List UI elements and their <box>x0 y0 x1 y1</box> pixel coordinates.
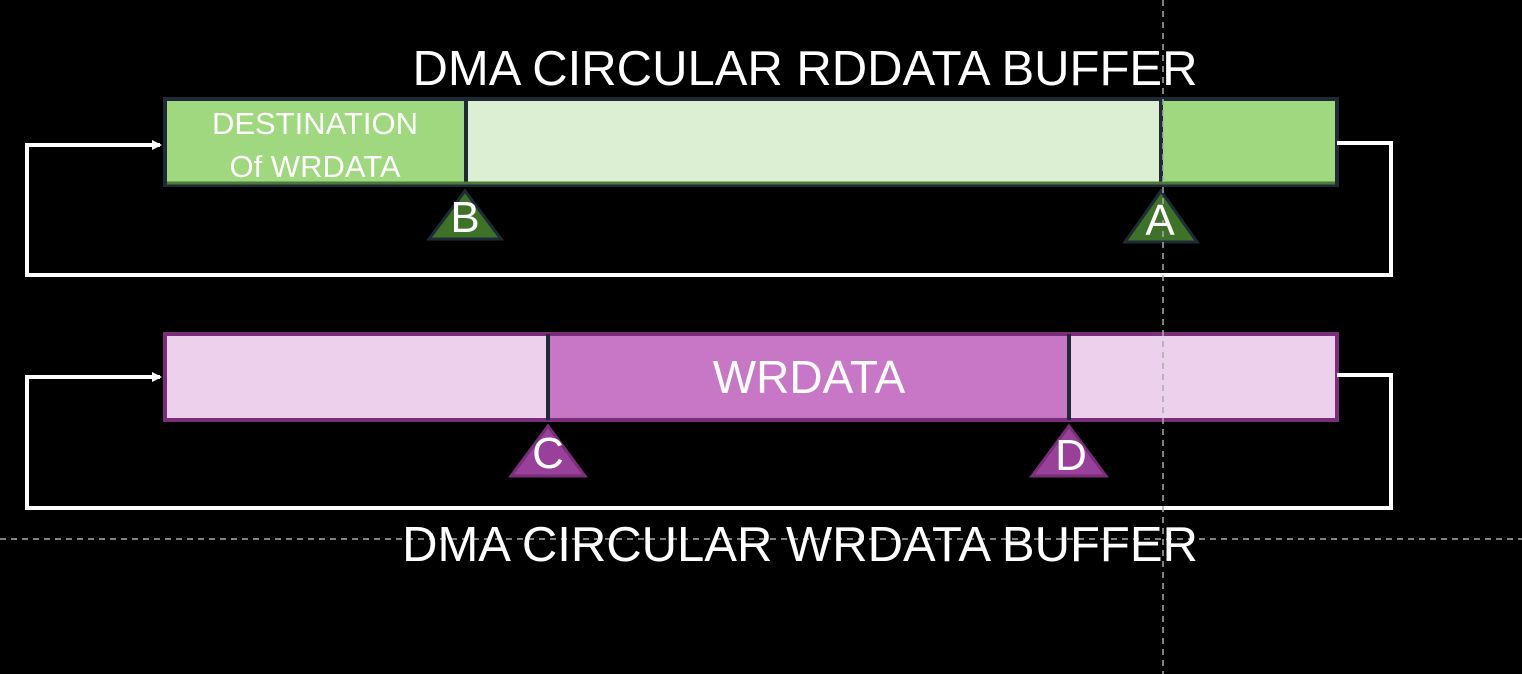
wrdata-segment-tail <box>1067 332 1339 422</box>
marker-c-triangle <box>508 423 588 478</box>
rddata-segment-tail <box>1159 97 1339 187</box>
marker-d-triangle <box>1029 423 1109 478</box>
destination-of-wrdata-label: DESTINATION Of WRDATA <box>168 102 462 188</box>
rddata-wrap-path <box>25 140 1393 277</box>
marker-a-triangle <box>1122 188 1200 244</box>
marker-a-label: A <box>1145 196 1175 245</box>
rddata-buffer-title: DMA CIRCULAR RDDATA BUFFER <box>412 42 1198 96</box>
wrdata-segment-label: WRDATA <box>712 351 906 403</box>
wrdata-wrap-path <box>25 372 1393 510</box>
marker-b-triangle <box>426 188 504 241</box>
marker-b-label: B <box>450 193 480 242</box>
wrdata-buffer-title: DMA CIRCULAR WRDATA BUFFER <box>402 518 1198 572</box>
destination-label-line2: Of WRDATA <box>229 149 401 184</box>
rddata-segment-middle <box>464 97 1163 187</box>
wrdata-segment-head <box>163 332 550 422</box>
destination-label-line1: DESTINATION <box>211 106 419 141</box>
marker-d-label: D <box>1055 431 1087 480</box>
marker-c-label: C <box>532 429 564 478</box>
wrdata-buffer <box>163 332 1339 422</box>
